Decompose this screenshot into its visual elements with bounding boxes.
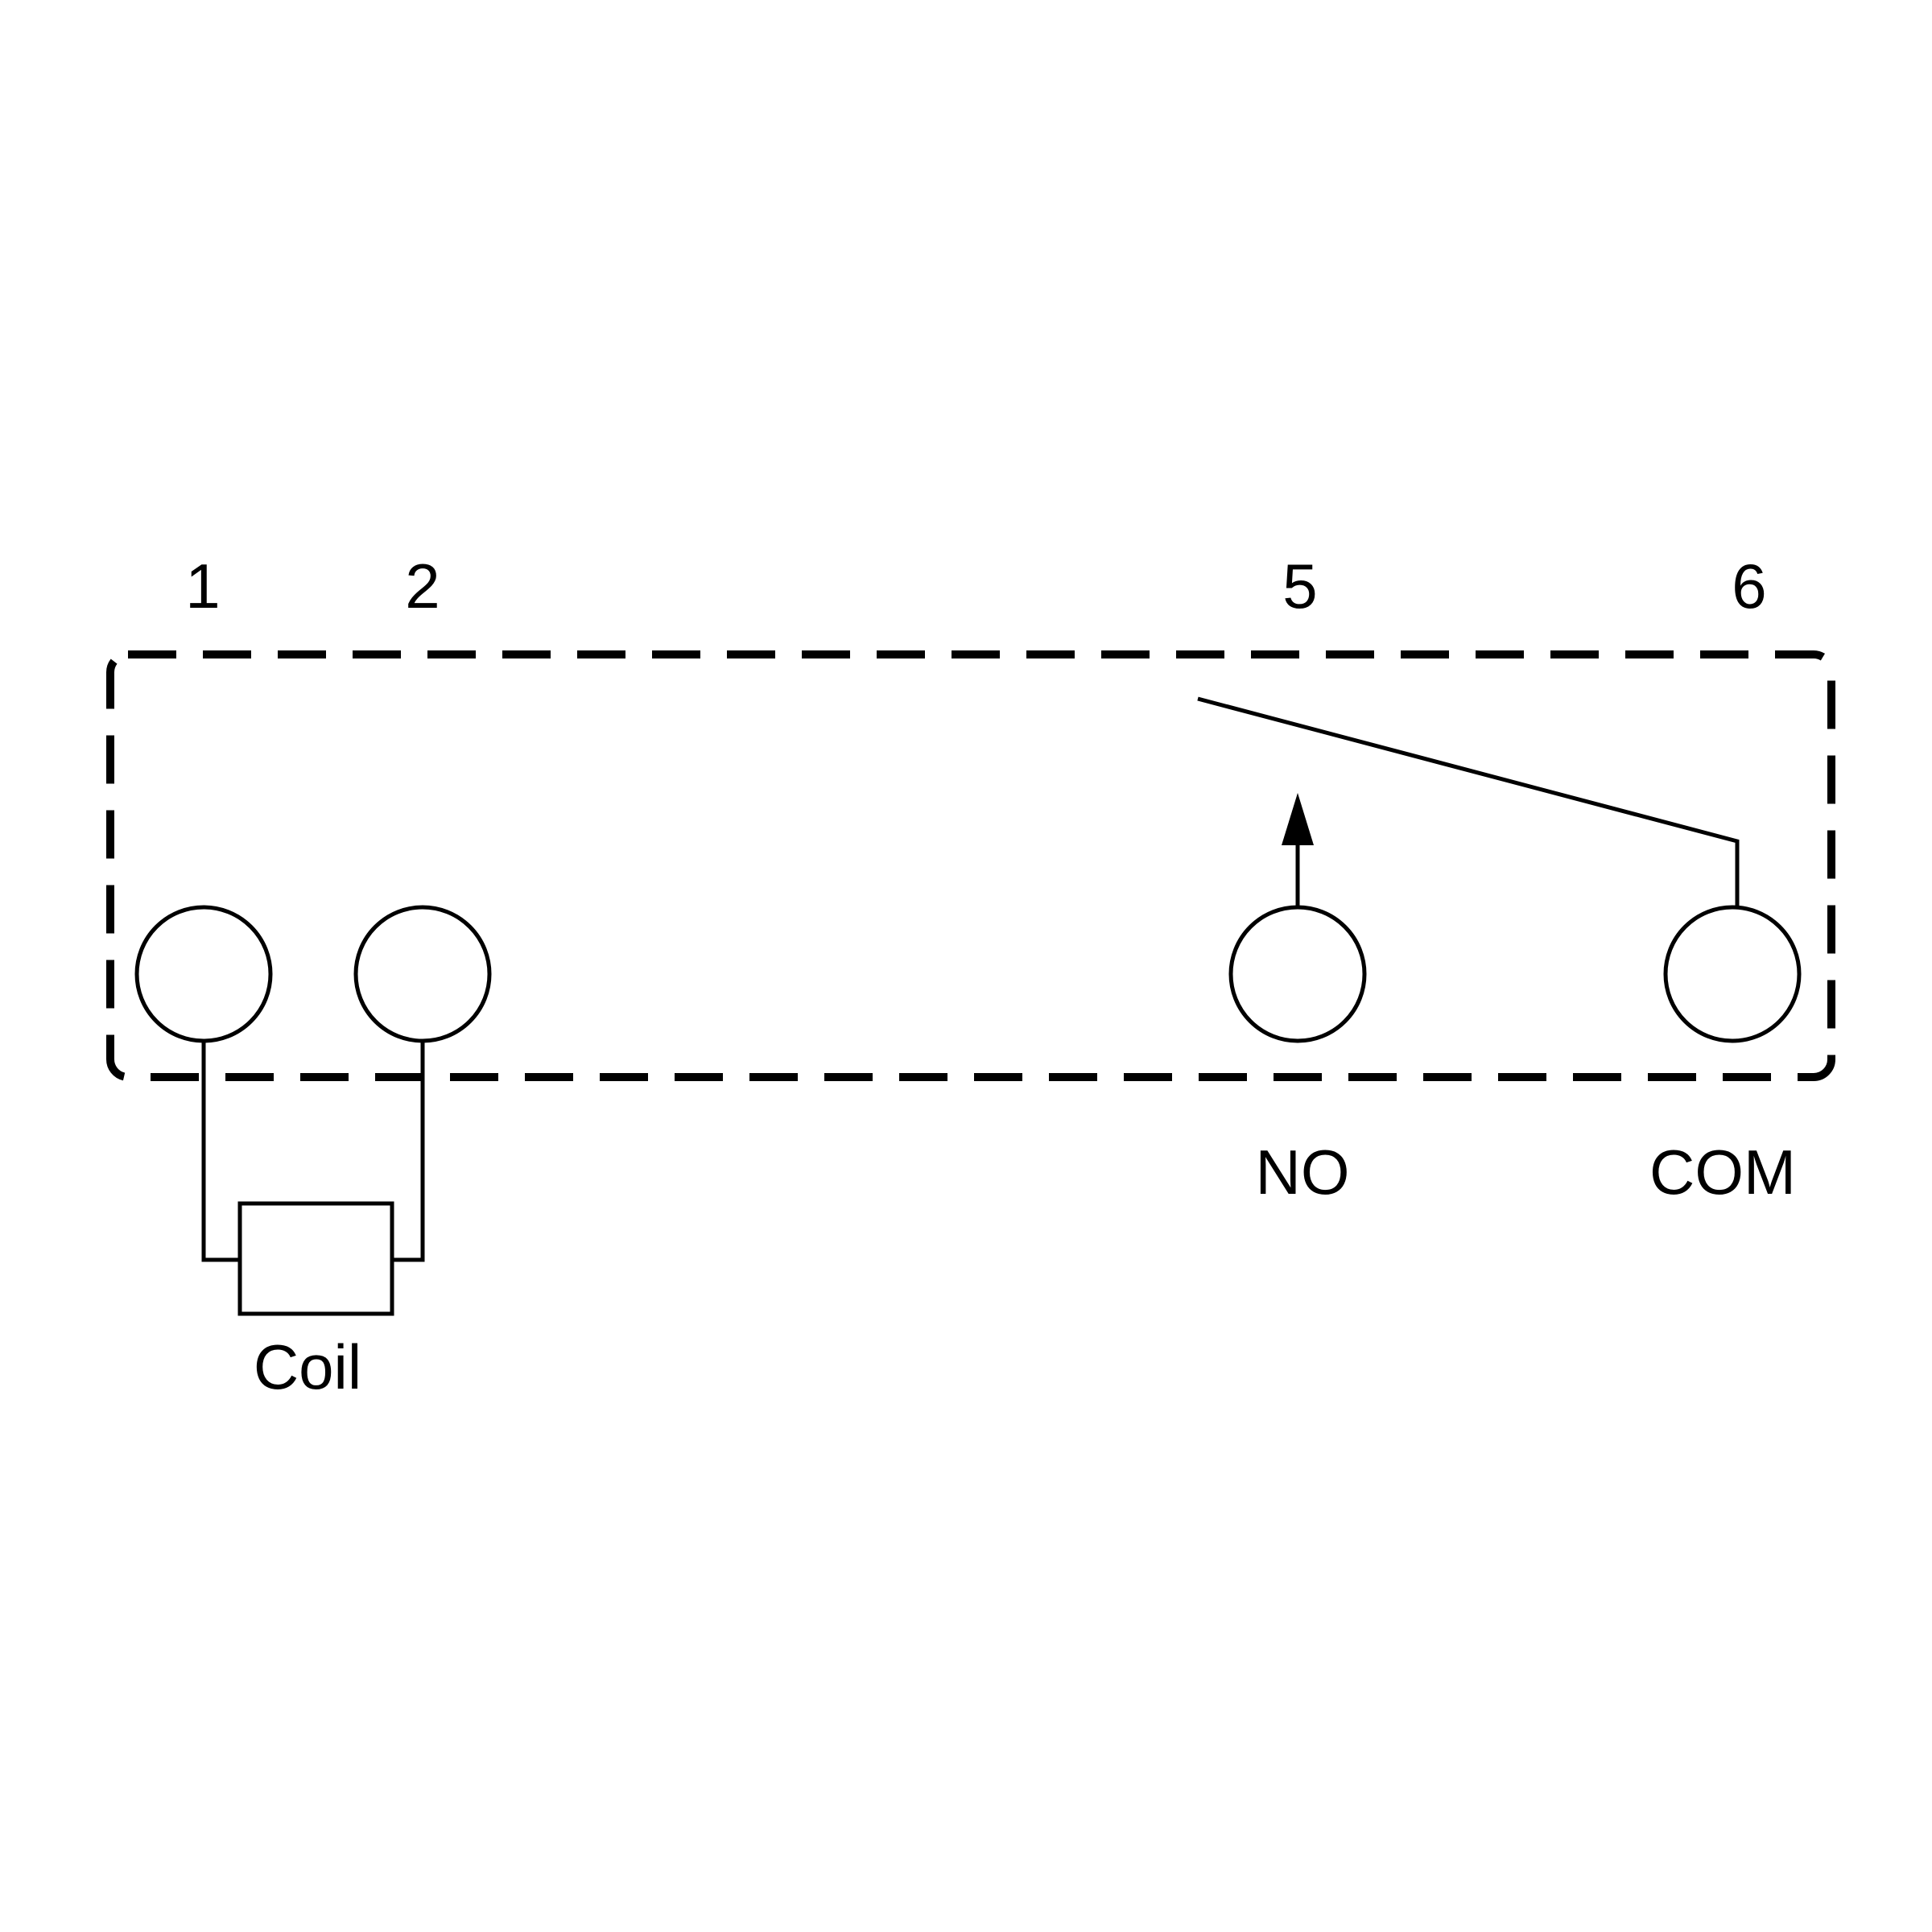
pin-5-label: 5	[1282, 551, 1317, 621]
no-label: NO	[1256, 1137, 1350, 1208]
com-switch-arm	[1197, 696, 1740, 910]
pin-6-label: 6	[1732, 551, 1766, 621]
com-label: COM	[1649, 1137, 1796, 1208]
relay-housing-outline	[106, 650, 1835, 1081]
pin-6-terminal	[1663, 905, 1802, 1043]
pin-1-terminal	[134, 905, 273, 1043]
pin-5-terminal	[1228, 905, 1367, 1043]
coil-symbol	[237, 1201, 394, 1316]
no-contact-arrowhead	[1282, 793, 1314, 845]
pin-2-label: 2	[405, 551, 440, 621]
coil-wire-left	[201, 1040, 240, 1262]
pin-1-label: 1	[185, 551, 220, 621]
coil-wire-right	[392, 1040, 425, 1262]
pin-2-terminal	[353, 905, 492, 1043]
coil-label: Coil	[254, 1331, 361, 1402]
